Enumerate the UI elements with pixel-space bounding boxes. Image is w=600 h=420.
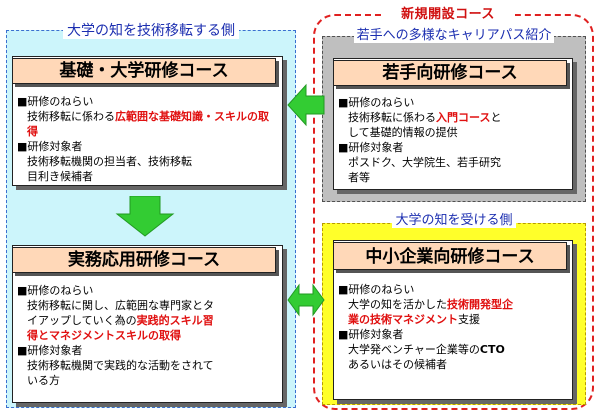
- basic-course-title: 基礎・大学研修コース: [12, 58, 276, 84]
- aim-text: と: [490, 111, 502, 124]
- basic-course-body: ■研修のねらい 技術移転に係わる広範囲な基礎知識・スキルの取得 ■研修対象者 技…: [17, 94, 279, 184]
- green-down-arrow-icon: [115, 196, 175, 237]
- aim-text: して基礎的情報の提供: [348, 126, 458, 139]
- target-text: いる方: [27, 374, 60, 387]
- target-text: 者等: [348, 171, 370, 184]
- aim-highlight: 入門コース: [436, 111, 491, 124]
- green-double-arrow-icon: [287, 283, 325, 317]
- aim-highlight: 業の技術マネジメント: [348, 313, 458, 326]
- practical-course-title: 実務応用研修コース: [12, 247, 276, 273]
- aim-label: ■研修のねらい: [17, 95, 94, 108]
- aim-highlight: 得とマネジメントスキルの取得: [27, 329, 181, 342]
- aim-text: 技術移転に係わる: [348, 111, 436, 124]
- cto-text: CTO: [479, 343, 505, 356]
- target-text: 目利き候補者: [27, 170, 93, 183]
- receiving-side-title: 大学の知を受ける側: [322, 209, 586, 228]
- target-text: ポスドク、大学院生、若手研究: [348, 156, 502, 169]
- aim-highlight: 技術開発型企: [447, 298, 513, 311]
- aim-label: ■研修のねらい: [338, 283, 415, 296]
- practical-course-body: ■研修のねらい 技術移転に関し、広範囲な専門家とタ イアップしていく為の実践的ス…: [17, 283, 283, 388]
- sme-course-body: ■研修のねらい 大学の知を活かした技術開発型企 業の技術マネジメント支援 ■研修…: [338, 282, 572, 372]
- aim-text: 支援: [458, 313, 480, 326]
- aim-highlight: 広範囲な基礎知識・スキルの取得: [27, 110, 269, 138]
- university-side-title: 大学の知を技術移転する側: [6, 20, 296, 40]
- aim-text: 技術移転に関し、広範囲な専門家とタ: [27, 299, 214, 312]
- target-text: 大学発ベンチャー企業等の: [348, 343, 480, 356]
- aim-text: 大学の知を活かした: [348, 298, 447, 311]
- target-text: 技術移転機関で実践的な活動をされて: [27, 359, 214, 372]
- target-label: ■研修対象者: [17, 344, 83, 357]
- aim-label: ■研修のねらい: [17, 284, 94, 297]
- target-text: 技術移転機関の担当者、技術移転: [27, 155, 192, 168]
- target-label: ■研修対象者: [17, 140, 83, 153]
- target-label: ■研修対象者: [338, 141, 404, 154]
- aim-text: イアップしていく為の: [27, 314, 137, 327]
- target-label: ■研修対象者: [338, 328, 404, 341]
- green-left-arrow-icon: [287, 83, 325, 127]
- young-course-title: 若手向研修コース: [333, 60, 567, 86]
- young-intro-title: 若手への多様なキャリアパス紹介: [322, 24, 586, 43]
- target-text: あるいはその候補者: [348, 358, 447, 371]
- new-course-label: 新規開設コース: [381, 3, 515, 22]
- aim-label: ■研修のねらい: [338, 96, 415, 109]
- sme-course-title: 中小企業向研修コース: [333, 242, 567, 270]
- aim-text: 技術移転に係わる: [27, 110, 115, 123]
- aim-highlight: 実践的スキル習: [136, 314, 214, 327]
- young-course-body: ■研修のねらい 技術移転に係わる入門コースと して基礎的情報の提供 ■研修対象者…: [338, 95, 572, 185]
